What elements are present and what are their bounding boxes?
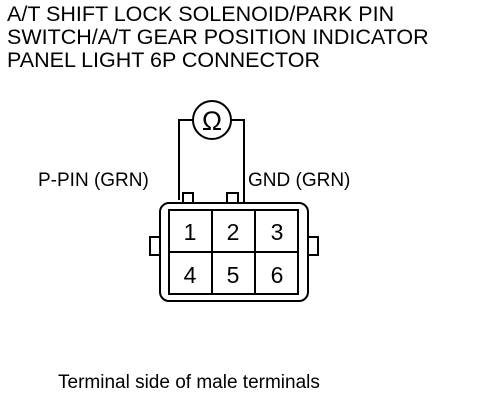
pin-numbers: 1 2 3 4 5 6 [184,219,284,288]
title-line-1: A/T SHIFT LOCK SOLENOID/PARK PIN [7,2,395,26]
pin-1: 1 [184,219,197,245]
meter-leads [178,119,245,206]
title-line-3: PANEL LIGHT 6P CONNECTOR [7,48,321,72]
pin-4: 4 [184,262,197,288]
caption: Terminal side of male terminals [58,372,320,393]
latch-tab-right [226,192,239,203]
ohmmeter-circle [192,100,232,140]
latch-tab-left [182,192,194,203]
connector-housing [149,192,319,302]
lead-left [178,119,195,200]
ohm-symbol: Ω [202,106,222,136]
pin-6: 6 [271,262,284,288]
side-ear-left [149,236,161,256]
pin-5: 5 [227,262,240,288]
ohmmeter: Ω [192,100,232,140]
pin-2: 2 [227,219,240,245]
pin-3: 3 [271,219,284,245]
diagram-title: A/T SHIFT LOCK SOLENOID/PARK PIN SWITCH/… [7,3,493,72]
side-ear-right [307,236,319,256]
title-line-2: SWITCH/A/T GEAR POSITION INDICATOR [7,25,429,49]
probe-label-right: GND (GRN) [248,170,351,191]
lead-right [229,119,245,206]
probe-label-left: P-PIN (GRN) [38,170,149,191]
